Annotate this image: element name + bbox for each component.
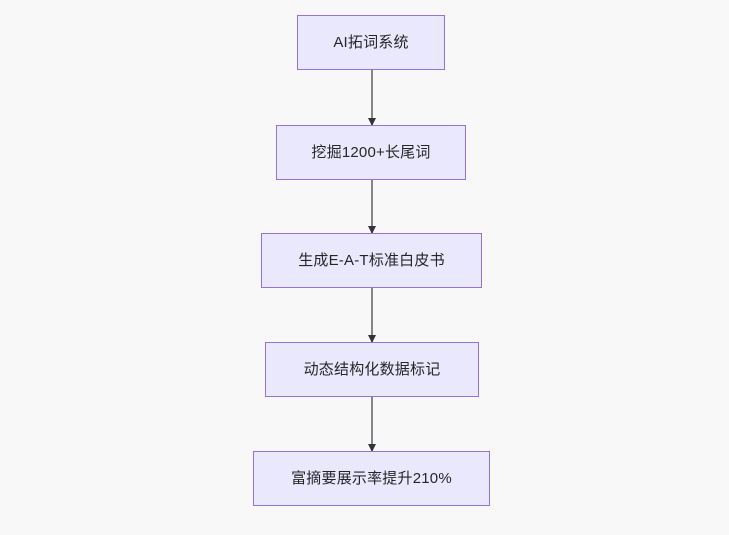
flowchart-node-label: AI拓词系统 [333, 34, 409, 51]
flowchart-node-label: 动态结构化数据标记 [303, 361, 441, 378]
flowchart-node-n1[interactable]: AI拓词系统 [297, 15, 445, 70]
edge-line [370, 70, 374, 125]
flowchart-node-label: 富摘要展示率提升210% [291, 470, 452, 487]
arrowhead-down-icon [367, 118, 376, 126]
flowchart-edge-n1-n2 [367, 70, 377, 126]
flowchart-node-n2[interactable]: 挖掘1200+长尾词 [276, 125, 466, 180]
flowchart-edge-n2-n3 [367, 180, 377, 234]
flowchart-edge-n4-n5 [367, 397, 377, 452]
arrowhead-down-icon [367, 226, 376, 234]
flowchart-node-n3[interactable]: 生成E-A-T标准白皮书 [261, 233, 482, 288]
edge-line [370, 180, 374, 233]
arrowhead-down-icon [367, 335, 376, 343]
flowchart-node-n4[interactable]: 动态结构化数据标记 [265, 342, 479, 397]
flowchart-node-label: 生成E-A-T标准白皮书 [298, 252, 445, 269]
arrowhead-down-icon [367, 444, 376, 452]
edge-line [370, 397, 374, 451]
flowchart-node-label: 挖掘1200+长尾词 [311, 144, 431, 161]
flowchart-edge-n3-n4 [367, 288, 377, 343]
edge-line [370, 288, 374, 342]
flowchart-node-n5[interactable]: 富摘要展示率提升210% [253, 451, 490, 506]
